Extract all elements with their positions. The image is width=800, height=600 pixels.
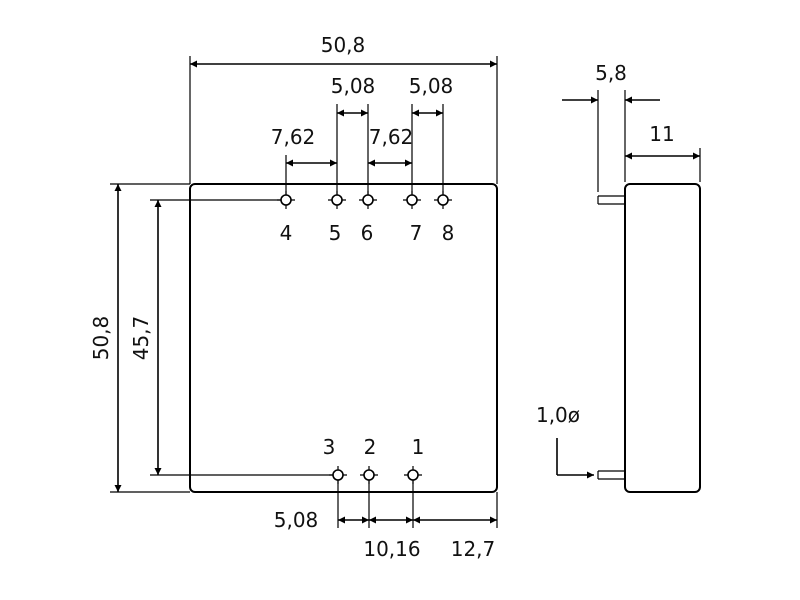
pin-label-2: 2: [364, 435, 377, 459]
pin-label-8: 8: [442, 221, 455, 245]
dim-label-overall-width: 50,8: [321, 33, 366, 57]
dim-label-side-body-thickness: 11: [649, 122, 674, 146]
dim-label-bottom-3-2: 5,08: [274, 508, 319, 532]
pin-label-7: 7: [410, 221, 423, 245]
dim-overall-width: [189, 56, 498, 184]
pin-3: [329, 466, 347, 484]
dim-pin-7-8: [411, 104, 444, 195]
pin-label-1: 1: [412, 435, 425, 459]
dim-label-pin-diameter: 1,0ø: [536, 403, 580, 427]
side-pin-top: [597, 195, 625, 205]
dim-pin-row-distance: [150, 199, 333, 476]
dim-label-pin-row-distance: 45,7: [129, 316, 153, 361]
dim-overall-height: [110, 183, 190, 493]
dim-pin-diameter-leader: [556, 438, 594, 479]
pin-label-4: 4: [280, 221, 293, 245]
dim-label-bottom-2-1: 10,16: [363, 537, 420, 561]
dim-label-side-pin-length: 5,8: [595, 61, 627, 85]
dim-pin-4-5: [285, 155, 337, 195]
dim-pin-5-6: [336, 104, 369, 195]
dim-bottom-chain: [337, 480, 498, 528]
module-body-top-view: [189, 183, 498, 493]
side-pin-bottom: [597, 470, 625, 480]
dim-label-pin-4-5: 7,62: [271, 125, 316, 149]
dim-side-body-thickness: [625, 148, 701, 182]
module-body-side-view: [624, 183, 701, 493]
dim-label-pin-6-7: 7,62: [369, 125, 414, 149]
pin-label-5: 5: [329, 221, 342, 245]
dim-label-overall-height: 50,8: [89, 316, 113, 361]
pin-label-6: 6: [361, 221, 374, 245]
dim-side-pin-length: [562, 90, 660, 192]
pin-7: [403, 191, 421, 209]
dim-label-bottom-edge-pin1: 12,7: [451, 537, 496, 561]
pin-label-3: 3: [323, 435, 336, 459]
dim-label-pin-5-6: 5,08: [331, 74, 376, 98]
dim-label-pin-7-8: 5,08: [409, 74, 454, 98]
